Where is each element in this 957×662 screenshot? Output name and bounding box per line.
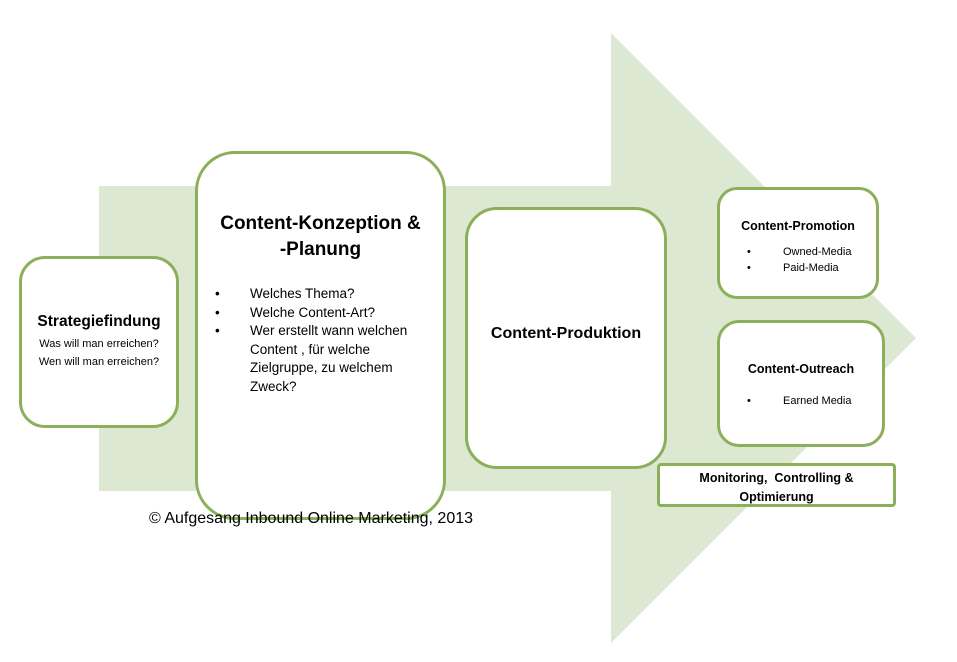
promotion-item-text: Paid-Media xyxy=(783,261,839,274)
strategy-question-what: Was will man erreichen? xyxy=(39,338,159,350)
bullet: • xyxy=(747,395,751,407)
concept-title-line1: Content-Konzeption & xyxy=(220,213,421,234)
strategy-title: Strategiefindung xyxy=(37,313,161,330)
outreach-title: Content-Outreach xyxy=(747,362,855,376)
outreach-box: Content-Outreach • Earned Media xyxy=(717,320,885,447)
bullet: • xyxy=(215,286,220,301)
promotion-title: Content-Promotion xyxy=(741,219,855,233)
list-item: • Earned Media xyxy=(720,394,882,410)
list-item: • Welches Thema? xyxy=(215,285,427,304)
concept-list: • Welches Thema? • Welche Content-Art? • We… xyxy=(198,285,443,396)
concept-item-text: Wer erstellt wann welchen Content , für … xyxy=(250,323,408,394)
promotion-list: • Owned-Media • Paid-Media xyxy=(720,245,876,276)
list-item: • Paid-Media xyxy=(720,261,876,277)
promotion-item-text: Owned-Media xyxy=(783,246,852,258)
production-box: Content-Produktion xyxy=(465,207,667,469)
bullet: • xyxy=(215,304,220,320)
monitoring-line1: Monitoring, Controlling & xyxy=(699,471,854,485)
promotion-box: Content-Promotion • Owned-Media • Paid-Med… xyxy=(717,187,879,299)
list-item: • Wer erstellt wann welchen Content , für… xyxy=(215,322,427,396)
concept-title: Content-Konzeption & -Planung xyxy=(198,211,443,263)
production-title: Content-Produktion xyxy=(490,325,642,342)
concept-item-text: Welches Thema? xyxy=(250,286,355,301)
concept-box: Content-Konzeption & -Planung • Welches T… xyxy=(195,151,446,520)
concept-item-text: Welche Content-Art? xyxy=(250,304,376,320)
monitoring-box: Monitoring, Controlling & Optimierung xyxy=(657,463,896,507)
monitoring-line2: Optimierung xyxy=(739,490,814,504)
bullet: • xyxy=(747,246,751,258)
outreach-item-text: Earned Media xyxy=(783,395,852,407)
copyright-notice: © Aufgesang Inbound Online Marketing, 20… xyxy=(149,510,474,527)
list-item: • Welche Content-Art? xyxy=(215,304,427,323)
bullet: • xyxy=(215,323,220,338)
outreach-list: • Earned Media xyxy=(720,394,882,410)
concept-title-line2: -Planung xyxy=(279,239,362,260)
list-item: • Owned-Media xyxy=(720,245,876,261)
bullet: • xyxy=(747,261,751,274)
strategy-question-who: Wen will man erreichen? xyxy=(38,356,160,368)
strategy-box: Strategiefindung Was will man erreichen?… xyxy=(19,256,179,428)
